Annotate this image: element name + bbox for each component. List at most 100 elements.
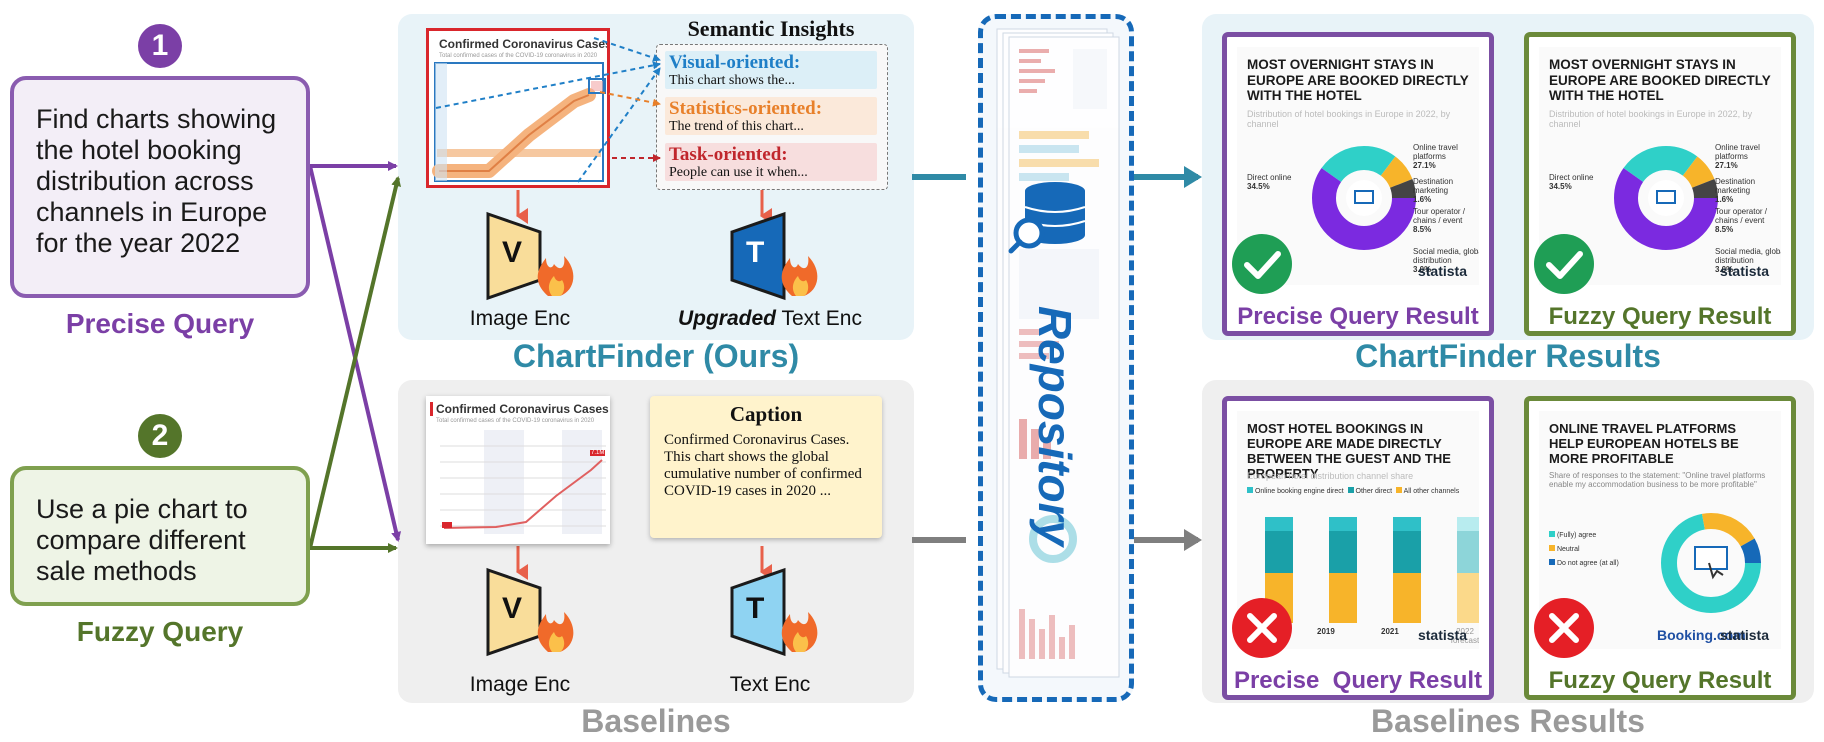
bl-image-encoder-label: Image Enc — [469, 673, 571, 696]
insight-task-head: Task-oriented: — [669, 144, 788, 165]
cf-label-destination-value: 1.6% — [1715, 195, 1734, 204]
cf-label-destination-name: Destination marketing — [1413, 177, 1454, 195]
bl-result-card-fuzzy[interactable]: ONLINE TRAVEL PLATFORMS HELP EUROPEAN HO… — [1524, 396, 1796, 700]
bl-result-label-precise: Precise Query Result — [1233, 667, 1483, 694]
bl-text-encoder-letter: T — [746, 592, 765, 625]
cf-label-otp: Online travel platforms 27.1% — [1413, 143, 1479, 170]
legend-other: Other direct — [1355, 488, 1393, 495]
statista-logo: statista — [1719, 263, 1769, 279]
precise-query-box: Find charts showing the hotel booking di… — [10, 76, 310, 298]
bl-image-encoder-letter: V — [502, 592, 523, 625]
insight-statistics-body: The trend of this chart... — [669, 119, 804, 134]
cf-text-encoder-label-bold: Upgraded — [677, 307, 776, 330]
cf-result-chart-subtitle: Distribution of hotel bookings in Europe… — [1549, 109, 1753, 129]
check-icon — [1534, 234, 1594, 294]
precise-query-badge: 1 — [138, 24, 182, 68]
cf-label-destination-name: Destination marketing — [1715, 177, 1756, 195]
fuzzy-query-label: Fuzzy Query — [76, 616, 244, 647]
chartfinder-title: ChartFinder (Ours) — [512, 338, 800, 374]
cf-label-otp: Online travel platforms 27.1% — [1715, 143, 1781, 170]
cf-result-chart-subtitle: Distribution of hotel bookings in Europe… — [1247, 109, 1451, 129]
cf-donut-chart — [1614, 146, 1718, 250]
cf-label-direct-online: Direct online 34.5% — [1549, 173, 1593, 191]
cf-image-encoder-icon — [486, 211, 574, 301]
insight-task-body: People can use it when... — [669, 165, 808, 180]
insight-visual: Visual-oriented: This chart shows the... — [665, 51, 877, 89]
repository-container: Repository — [978, 14, 1134, 702]
cf-text-encoder-letter: T — [746, 236, 765, 269]
legend-all: All other channels — [1403, 488, 1460, 495]
cf-label-destination-value: 1.6% — [1413, 195, 1432, 204]
fuzzy-to-chartfinder-arrow — [308, 176, 402, 549]
connector-visual-2 — [435, 61, 661, 109]
semantic-insights-title: Semantic Insights — [687, 16, 855, 41]
connector-statistics — [599, 91, 661, 107]
cf-result-label-fuzzy: Fuzzy Query Result — [1548, 303, 1772, 330]
caption-box: Caption Confirmed Coronavirus Cases. Thi… — [650, 396, 882, 538]
statista-logo: statista — [1417, 263, 1467, 279]
bl-result-chart-fuzzy: ONLINE TRAVEL PLATFORMS HELP EUROPEAN HO… — [1539, 411, 1781, 649]
bl-text-encoder-label: Text Enc — [729, 673, 811, 696]
bl-chart1-x1: 2021 — [1381, 627, 1399, 636]
bl-image-encoder-icon — [486, 567, 574, 657]
cf-label-direct-online: Direct online 34.5% — [1247, 173, 1291, 191]
booking-logo: Booking.com — [1657, 627, 1746, 643]
cf-label-direct-online-value: 34.5% — [1549, 182, 1572, 191]
bl-chart2-subtitle: Share of responses to the statement: "On… — [1549, 471, 1766, 489]
statista-logo: statista — [1417, 627, 1467, 643]
cross-icon — [1232, 598, 1292, 658]
baseline-chart-subtitle: Total confirmed cases of the COVID-19 co… — [436, 418, 595, 424]
chart-plot — [432, 62, 606, 182]
bl-donut-chart — [1661, 513, 1761, 613]
chartfinder-chart-thumbnail: Confirmed Coronavirus Cases Total confir… — [426, 28, 610, 188]
cf-label-otp-name: Online travel platforms — [1715, 143, 1760, 161]
legend-disagree: Do not agree (at all) — [1556, 560, 1619, 567]
cf-text-encoder-label: Upgraded Text Enc — [670, 307, 870, 331]
semantic-insights-box: Visual-oriented: This chart shows the...… — [656, 44, 888, 190]
cf-text-encoder-label-rest: Text Enc — [776, 307, 862, 330]
bl-stacked-bar-chart — [1265, 517, 1479, 623]
cf-label-tour-name: Tour operator / chains / event — [1413, 207, 1466, 225]
cf-label-social-value: 3.0% — [1715, 265, 1734, 274]
insight-statistics-head: Statistics-oriented: — [669, 98, 823, 119]
repository-label: Repository — [1029, 305, 1081, 547]
bl-text-encoder-icon — [730, 567, 818, 657]
baseline-chart-thumbnail: Confirmed Coronavirus Cases Total confir… — [426, 396, 610, 544]
cf-label-otp-value: 27.1% — [1715, 161, 1738, 170]
insight-visual-body: This chart shows the... — [669, 73, 795, 88]
cf-result-chart-title: MOST OVERNIGHT STAYS IN EUROPE ARE BOOKE… — [1549, 57, 1771, 103]
bl-chart1-title: MOST HOTEL BOOKINGS IN EUROPE ARE MADE D… — [1247, 421, 1451, 481]
baseline-chart-tag: 7.1M — [590, 450, 606, 456]
connector-visual-1 — [593, 37, 661, 62]
fuzzy-query-badge: 2 — [138, 414, 182, 458]
cf-label-social-name: Social media, global distribution — [1715, 247, 1781, 265]
legend-online: Online booking engine direct — [1254, 488, 1344, 495]
baseline-chart-accent — [430, 402, 433, 416]
caption-title: Caption — [729, 402, 803, 426]
fuzzy-query-box: Use a pie chart to compare different sal… — [10, 466, 310, 606]
cf-label-social-value: 3.0% — [1413, 265, 1432, 274]
baseline-results-title: Baselines Results — [1371, 703, 1645, 739]
insight-task: Task-oriented: People can use it when... — [665, 143, 877, 181]
bl-chart1-subtitle: European hotel distribution channel shar… — [1247, 471, 1414, 481]
cf-label-tour: Tour operator / chains / event 8.5% — [1715, 207, 1779, 234]
cf-label-destination: Destination marketing 1.6% — [1715, 177, 1781, 204]
bl-result-card-precise[interactable]: MOST HOTEL BOOKINGS IN EUROPE ARE MADE D… — [1222, 396, 1494, 700]
insight-visual-head: Visual-oriented: — [669, 52, 801, 73]
cf-result-label-precise: Precise Query Result — [1237, 303, 1479, 330]
precise-to-baselines-arrow — [308, 165, 402, 542]
baseline-chart-plot — [440, 430, 606, 534]
cf-result-card-fuzzy[interactable]: MOST OVERNIGHT STAYS IN EUROPE ARE BOOKE… — [1524, 32, 1796, 336]
cf-result-card-precise[interactable]: MOST OVERNIGHT STAYS IN EUROPE ARE BOOKE… — [1222, 32, 1494, 336]
bl-chart2-legend: (Fully) agree Neutral Do not agree (at a… — [1549, 529, 1639, 571]
cf-label-destination: Destination marketing 1.6% — [1413, 177, 1479, 204]
precise-query-text: Find charts showing the hotel booking di… — [36, 104, 277, 258]
bl-chart2-title: ONLINE TRAVEL PLATFORMS HELP EUROPEAN HO… — [1549, 421, 1739, 466]
bl-chart1-legend: Online booking engine direct Other direc… — [1247, 487, 1479, 496]
baseline-chart-title: Confirmed Coronavirus Cases — [436, 402, 609, 416]
check-icon — [1232, 234, 1292, 294]
bl-chart1-x0: 2019 — [1317, 627, 1335, 636]
fuzzy-query-text: Use a pie chart to compare different sal… — [36, 494, 248, 586]
